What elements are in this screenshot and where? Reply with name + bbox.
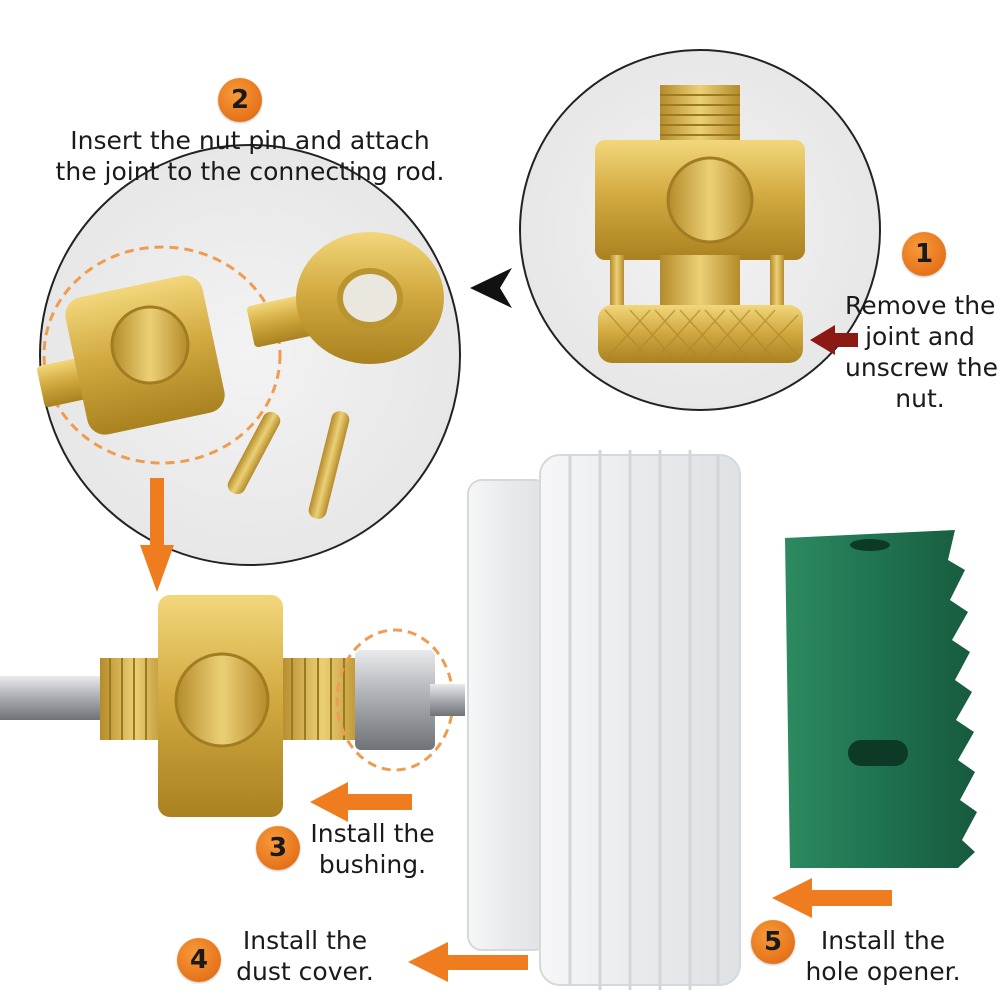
step-4-badge: 4 (177, 938, 221, 982)
dust-cover (467, 450, 741, 990)
step-2-line-1: Insert the nut pin and attach (70, 126, 430, 155)
step-3-line-2: bushing. (318, 850, 427, 879)
step-4-caption: Install the dust cover. (225, 925, 385, 987)
step-1-line-1: Remove the (845, 291, 996, 320)
detail-circle-step-1 (519, 49, 881, 411)
orange-arrow-step-4 (408, 942, 528, 982)
orange-arrow-step-3 (310, 782, 412, 822)
pointer-arrow (470, 268, 512, 308)
step-1-number: 1 (914, 239, 934, 269)
step-5-line-1: Install the (820, 926, 946, 955)
step-5-caption: Install the hole opener. (793, 925, 973, 987)
step-3-line-1: Install the (310, 819, 435, 848)
step-5-line-2: hole opener. (805, 957, 961, 986)
step-2-number: 2 (230, 85, 250, 115)
step-4-line-1: Install the (242, 926, 368, 955)
orange-arrow-step-5 (772, 878, 892, 918)
step-3-badge: 3 (256, 826, 300, 870)
step-5-badge: 5 (751, 920, 795, 964)
connecting-rod (0, 676, 110, 720)
step-3-caption: Install the bushing. (300, 818, 445, 880)
step-1-line-2: joint and (865, 322, 975, 351)
step-4-number: 4 (189, 945, 209, 975)
step-5-number: 5 (763, 927, 783, 957)
step-1-line-3: unscrew the (845, 353, 998, 382)
bushing (335, 628, 465, 772)
step-3-number: 3 (268, 833, 288, 863)
step-2-line-2: the joint to the connecting rod. (55, 157, 445, 186)
orange-arrow-down (140, 478, 174, 592)
step-1-badge: 1 (902, 232, 946, 276)
detail-circle-step-2 (37, 144, 461, 566)
step-4-line-2: dust cover. (236, 957, 374, 986)
main-joint (100, 595, 365, 817)
step-2-caption: Insert the nut pin and attach the joint … (20, 125, 480, 187)
step-1-line-4: nut. (895, 384, 945, 413)
red-arrow-step-1 (810, 325, 858, 355)
step-1-caption: Remove the joint and unscrew the nut. (845, 290, 998, 414)
step-2-badge: 2 (218, 78, 262, 122)
hole-opener (785, 530, 977, 868)
